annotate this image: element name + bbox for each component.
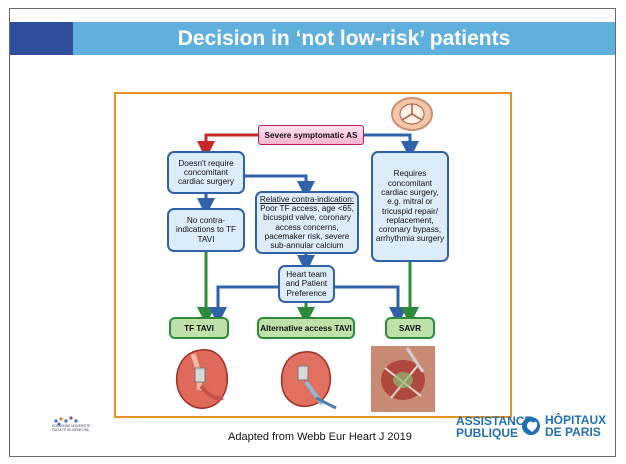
aphp-line3: HÔPITAUX: [545, 413, 607, 427]
aphp-line4: DE PARIS: [545, 425, 601, 439]
no-contraindications-node: No contra-indications to TF TAVI: [167, 208, 245, 252]
relative-contraindication-node: Relative contra-indication: Poor TF acce…: [255, 191, 359, 254]
aphp-logo-right-text: HÔPITAUX DE PARIS: [545, 414, 606, 438]
aortic-valve-icon: [391, 97, 433, 131]
savr-surgery-image: [371, 346, 435, 412]
tf-tavi-heart-image: [175, 349, 229, 409]
relative-ci-body: Poor TF access, age <65, bicuspid valve,…: [260, 203, 354, 251]
university-logo-dots: [54, 416, 78, 426]
right-branch-node: Requires concomitant cardiac surgery, e.…: [371, 151, 449, 262]
slide-title: Decision in ‘not low-risk’ patients: [177, 27, 511, 50]
citation-text: Adapted from Webb Eur Heart J 2019: [228, 431, 412, 443]
aphp-line2: PUBLIQUE: [456, 426, 519, 440]
title-bar: Decision in ‘not low-risk’ patients: [10, 22, 615, 55]
right-branch-text: Requires concomitant cardiac surgery, e.…: [375, 169, 445, 244]
university-text: SORBONNE UNIVERSITÉ FACULTÉ DE MÉDECINE: [52, 424, 91, 432]
outcome-alternative-tavi: Alternative access TAVI: [257, 317, 355, 339]
title-accent-block: [10, 22, 73, 55]
outcome-savr: SAVR: [385, 317, 435, 339]
start-node: Severe symptomatic AS: [258, 125, 364, 145]
no-contraindications-text: No contra-indications to TF TAVI: [176, 216, 236, 244]
university-logo: [50, 414, 102, 444]
heart-team-node: Heart team and Patient Preference: [278, 265, 335, 303]
aphp-line1: ASSISTANCE: [456, 414, 533, 428]
aphp-logo-icon: [522, 417, 540, 435]
alternative-tavi-heart-image: [280, 351, 337, 410]
heart-team-text: Heart team and Patient Preference: [285, 270, 328, 298]
slide-border: [9, 8, 616, 457]
aphp-logo-left-text: ASSISTANCE PUBLIQUE: [456, 415, 532, 439]
relative-ci-title: Relative contra-indication:: [259, 194, 355, 204]
outcome-tf-tavi: TF TAVI: [169, 317, 229, 339]
left-branch-text: Doesn't require concomitant cardiac surg…: [178, 158, 234, 187]
left-branch-node: Doesn't require concomitant cardiac surg…: [167, 151, 245, 194]
